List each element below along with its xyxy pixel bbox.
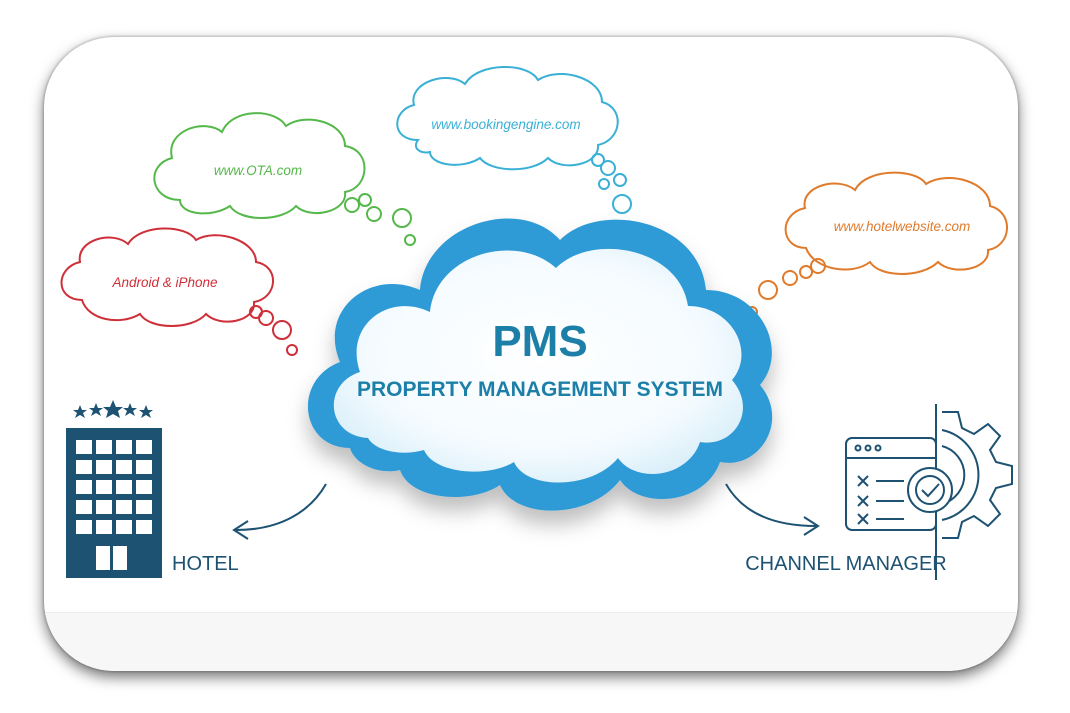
ota-url-text: www.OTA.com (214, 163, 302, 178)
ota-bubble: www.OTA.com (153, 112, 416, 246)
pms-subtitle: PROPERTY MANAGEMENT SYSTEM (357, 378, 723, 401)
hotel-building-icon (66, 400, 162, 578)
booking-engine-bubble: www.bookingengine.com (396, 66, 632, 233)
arrow-to-channel-manager (725, 483, 820, 536)
channel-manager-gear-icon (845, 404, 1013, 580)
diagram-card (44, 37, 1018, 671)
hotel-label: HOTEL (172, 553, 239, 575)
pms-title: PMS (492, 317, 587, 366)
arrow-to-hotel (232, 483, 327, 540)
hotel-stars-icon (73, 400, 153, 418)
mobile-apps-text: Android & iPhone (111, 275, 217, 290)
hotel-website-bubble: www.hotelwebsite.com (746, 171, 1008, 318)
channel-manager-label: CHANNEL MANAGER (745, 553, 947, 575)
mobile-apps-bubble: Android & iPhone (60, 227, 298, 356)
hotel-website-url-text: www.hotelwebsite.com (834, 219, 971, 234)
pms-cloud: PMS PROPERTY MANAGEMENT SYSTEM (307, 218, 773, 511)
card-footer-band (44, 612, 1018, 671)
booking-engine-url-text: www.bookingengine.com (431, 117, 580, 132)
